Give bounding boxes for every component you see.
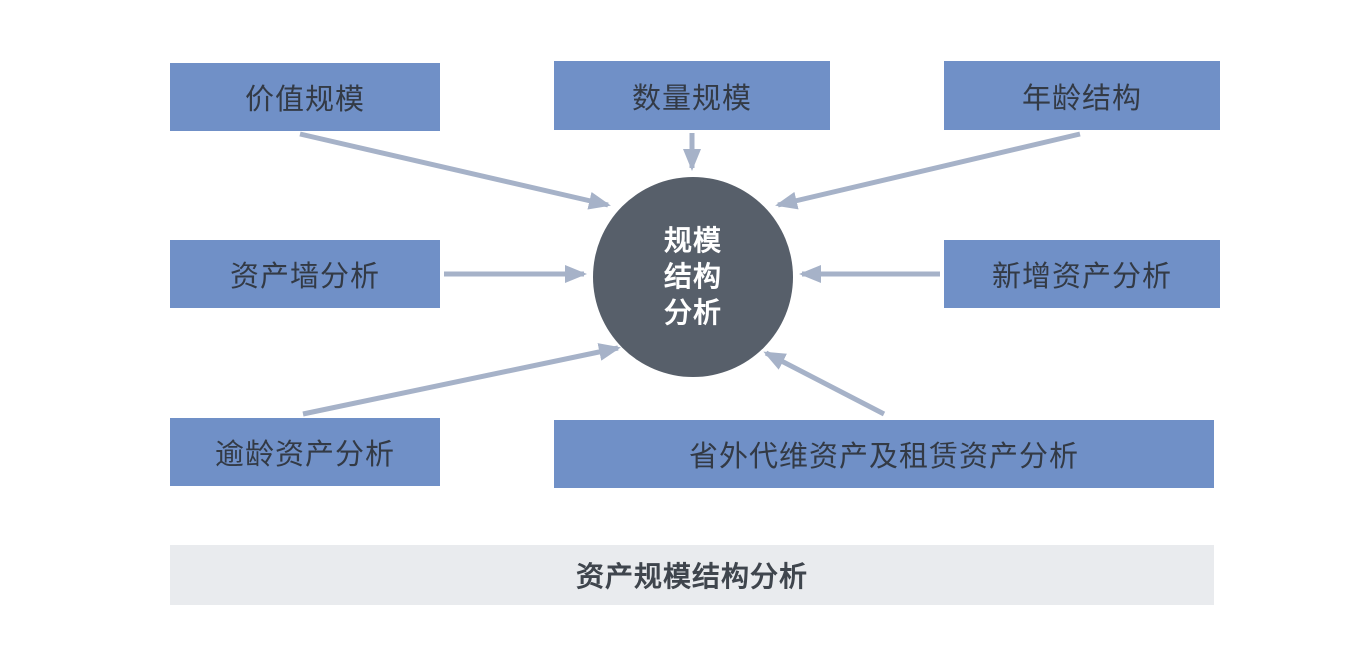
node-label: 新增资产分析 xyxy=(991,261,1172,293)
node-overage-asset-analysis: 逾龄资产分析 xyxy=(170,418,440,486)
footer-title-bar: 资产规模结构分析 xyxy=(170,545,1214,605)
node-label: 数量规模 xyxy=(631,82,752,115)
node-label: 逾龄资产分析 xyxy=(214,439,395,471)
node-external-maintained-leased-asset-analysis: 省外代维资产及租赁资产分析 xyxy=(554,420,1214,488)
center-node-line: 结构 xyxy=(663,261,722,292)
node-label: 年龄结构 xyxy=(1021,82,1142,115)
node-label: 价值规模 xyxy=(244,84,365,116)
node-asset-wall-analysis: 资产墙分析 xyxy=(170,240,440,308)
center-node-scale-structure-analysis: 规模 结构 分析 xyxy=(593,177,793,377)
node-label: 省外代维资产及租赁资产分析 xyxy=(688,441,1079,473)
node-new-asset-analysis: 新增资产分析 xyxy=(944,240,1220,308)
center-node-line: 分析 xyxy=(663,297,722,328)
node-quantity-scale: 数量规模 xyxy=(554,61,830,130)
node-label: 资产墙分析 xyxy=(229,261,380,293)
arrow-age-to-center xyxy=(775,131,1081,210)
node-value-scale: 价值规模 xyxy=(170,63,440,131)
center-node-line: 规模 xyxy=(663,225,722,256)
arrow-value-to-center xyxy=(299,131,611,210)
footer-title: 资产规模结构分析 xyxy=(575,561,808,592)
arrow-external-to-center xyxy=(763,350,886,417)
node-age-structure: 年龄结构 xyxy=(944,61,1220,130)
arrow-overage-to-center xyxy=(302,343,621,417)
